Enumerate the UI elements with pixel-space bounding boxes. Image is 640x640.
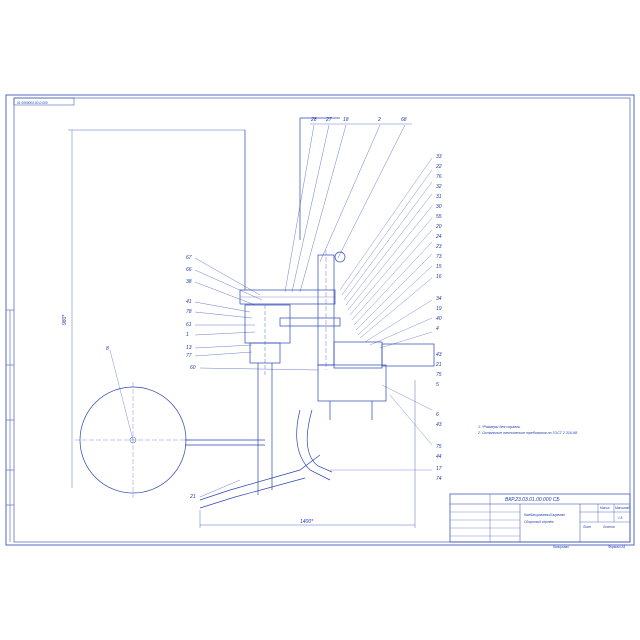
callout-right-5: 31 xyxy=(436,194,442,200)
callout-right-2: 22 xyxy=(435,164,442,170)
sheet-inner-frame xyxy=(13,97,631,543)
callout-right-27: 74 xyxy=(436,476,442,482)
callout-right-10: 23 xyxy=(435,244,442,250)
callout-right-1: 33 xyxy=(436,154,442,160)
technical-notes: 1. *Размеры для справок. 2. Остальные те… xyxy=(477,425,578,435)
right-callouts: 33 22 76 32 31 30 55 20 24 23 73 15 16 3… xyxy=(435,154,442,482)
left-callout-leaders xyxy=(194,257,319,498)
callout-top-2: 27 xyxy=(325,117,332,123)
top-stamp-text: 01 0000000-00-0-000 xyxy=(17,101,48,105)
support-wheel xyxy=(75,349,192,498)
callout-right-15: 19 xyxy=(436,306,442,312)
callout-left-2: 66 xyxy=(186,267,192,273)
callout-right-16: 40 xyxy=(436,316,442,322)
top-stamp-box xyxy=(13,97,75,106)
callout-right-4: 32 xyxy=(436,184,442,190)
copied-label: Копировал xyxy=(553,545,569,549)
callout-right-24: 75 xyxy=(436,444,442,450)
callout-top-1: 28 xyxy=(310,117,317,123)
callout-right-25: 44 xyxy=(436,454,442,460)
callout-top-4: 2 xyxy=(377,117,381,123)
callout-left-7: 1 xyxy=(186,332,189,338)
sheet-label: Лист xyxy=(582,525,592,529)
callout-left-8: 13 xyxy=(186,345,192,351)
callout-right-6: 30 xyxy=(436,204,442,210)
callout-right-7: 55 xyxy=(436,214,442,220)
drawing-title-line2: Сборочный чертёж xyxy=(524,520,554,524)
format-label: Формат А1 xyxy=(608,545,626,549)
callout-right-13: 16 xyxy=(436,274,442,280)
callout-right-23: 43 xyxy=(436,422,442,428)
callout-right-20: 75 xyxy=(436,372,442,378)
left-margin-strip xyxy=(6,309,14,542)
callout-left-9: 77 xyxy=(186,353,192,359)
callout-right-22: 6 xyxy=(436,412,439,418)
scale-label: Масштаб xyxy=(615,506,630,510)
callout-right-3: 76 xyxy=(436,174,442,180)
assembly-view xyxy=(68,117,435,528)
callout-right-14: 34 xyxy=(436,296,442,302)
scale-value: 1:5 xyxy=(618,516,623,520)
top-callout-leaders xyxy=(284,123,412,293)
callout-top-5: 68 xyxy=(401,117,407,123)
callout-right-26: 17 xyxy=(436,466,442,472)
drawing-title-line1: Комбинированный агрегат xyxy=(524,513,566,517)
right-callout-leaders xyxy=(330,157,433,471)
callout-right-21: 5 xyxy=(436,382,439,388)
sheets-label: Листов xyxy=(602,525,615,529)
callout-left-6: 61 xyxy=(186,322,192,328)
callout-left-11: 21 xyxy=(189,494,196,500)
callout-right-12: 15 xyxy=(436,264,442,270)
callout-left-5: 78 xyxy=(186,309,192,315)
mass-label: Масса xyxy=(600,506,610,510)
callout-left-10: 60 xyxy=(190,365,196,371)
wheel-callout-label: 8 xyxy=(106,346,109,352)
vertical-dimension-text: 980* xyxy=(62,314,68,325)
note-line-1: 1. *Размеры для справок. xyxy=(478,425,521,429)
callout-left-1: 67 xyxy=(186,255,192,261)
note-line-2: 2. Остальные технические требования по Г… xyxy=(477,431,578,435)
callout-right-9: 24 xyxy=(435,234,442,240)
callout-right-17: 4 xyxy=(436,326,439,332)
callout-right-8: 20 xyxy=(435,224,442,230)
callout-right-11: 73 xyxy=(436,254,442,260)
callout-right-19: 21 xyxy=(435,362,442,368)
title-block xyxy=(449,493,631,543)
horizontal-dimension-text: 1400* xyxy=(300,519,314,525)
left-callouts: 67 66 38 41 78 61 1 13 77 60 21 xyxy=(186,255,196,500)
callout-left-3: 38 xyxy=(186,279,192,285)
callout-left-4: 41 xyxy=(186,299,192,305)
callout-top-3: 18 xyxy=(343,117,349,123)
sheet-outer-frame xyxy=(5,94,635,546)
drawing-designation: ВКР.23.03.01.00.000 СБ xyxy=(505,497,560,503)
top-callouts: 28 27 18 2 68 xyxy=(310,117,407,123)
callout-right-18: 43 xyxy=(436,352,442,358)
